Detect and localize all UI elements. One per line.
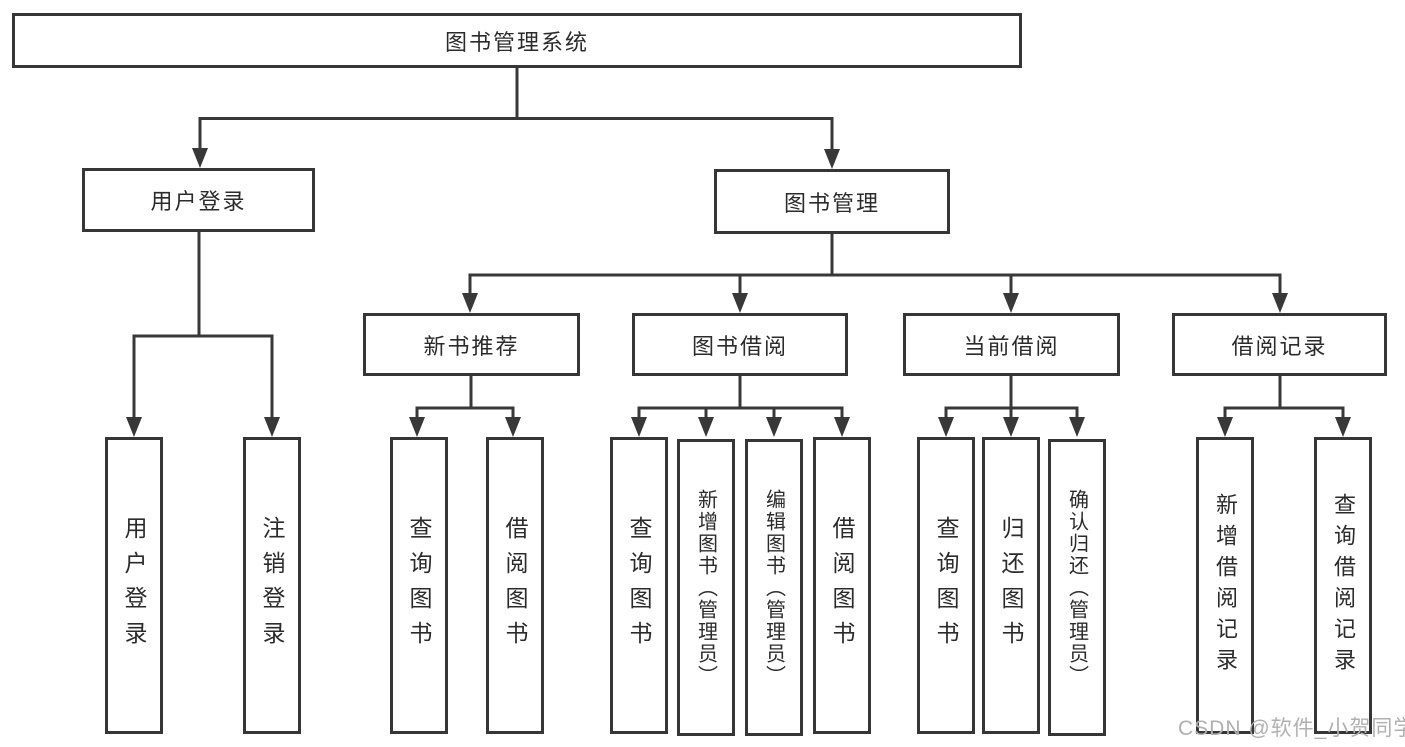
node-book-borrowing: 图书借阅	[632, 313, 848, 376]
node-book-management: 图书管理	[714, 169, 950, 234]
node-user-login: 用户登录	[82, 168, 315, 232]
leaf-query-books-current: 查询图书	[917, 437, 975, 734]
leaf-add-borrow-record: 新增借阅记录	[1196, 437, 1254, 734]
leaf-add-book-admin: 新增图书（管理员）	[677, 439, 735, 736]
leaf-query-borrow-record: 查询借阅记录	[1314, 437, 1372, 734]
leaf-user-login: 用户登录	[105, 437, 163, 734]
node-borrowing-records: 借阅记录	[1172, 313, 1387, 376]
leaf-logout: 注销登录	[243, 437, 301, 734]
csdn-watermark: CSDN @软件_小贺同学	[1178, 717, 1405, 740]
node-root: 图书管理系统	[12, 13, 1022, 68]
node-current-borrowing: 当前借阅	[903, 313, 1120, 376]
leaf-confirm-return-admin: 确认归还（管理员）	[1048, 439, 1106, 736]
leaf-query-books-recommend: 查询图书	[390, 437, 448, 734]
leaf-query-books-borrowing: 查询图书	[610, 437, 668, 734]
leaf-borrow-books-borrowing: 借阅图书	[813, 437, 871, 734]
node-new-book-recommend: 新书推荐	[363, 313, 580, 376]
leaf-edit-book-admin: 编辑图书（管理员）	[745, 439, 803, 736]
leaf-return-books: 归还图书	[982, 437, 1040, 734]
leaf-borrow-books-recommend: 借阅图书	[486, 437, 544, 734]
